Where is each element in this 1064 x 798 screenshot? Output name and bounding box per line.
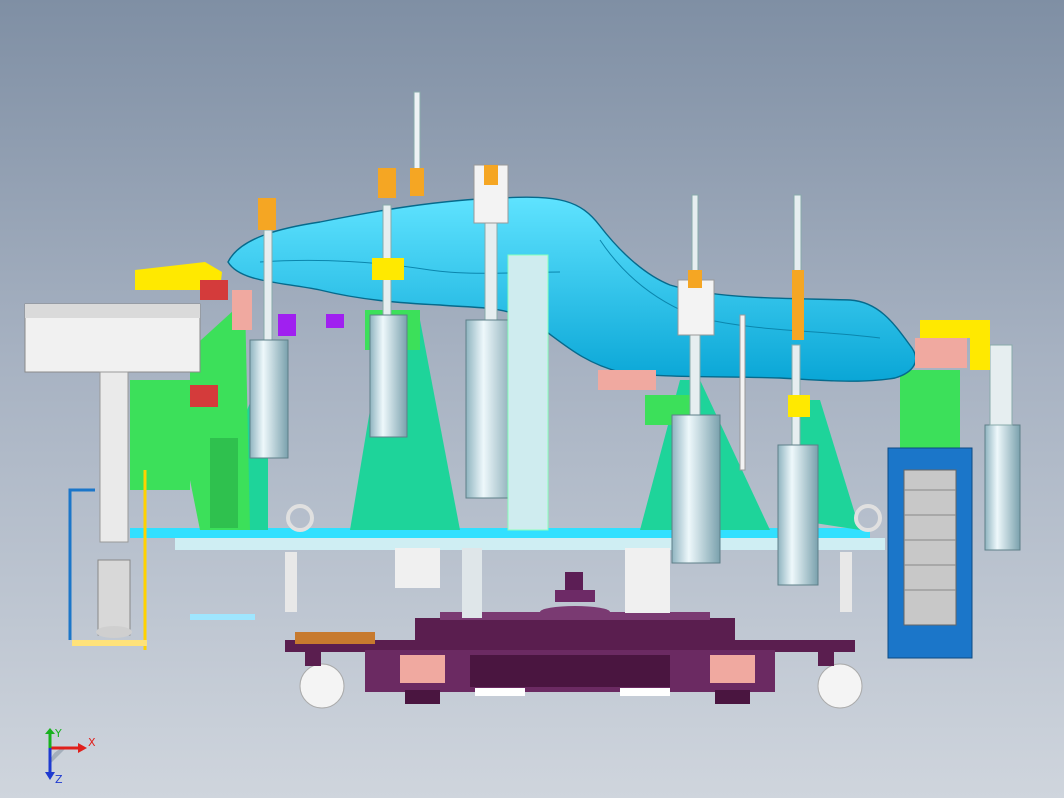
y-label: Y [54, 728, 62, 740]
air-tubing [68, 470, 147, 650]
caster-wheels [299, 652, 863, 709]
right-clamp [915, 320, 990, 370]
pneumatic-cylinders [249, 164, 1021, 586]
vertical-column [507, 254, 549, 531]
table-rail [130, 528, 885, 620]
z-label: Z [55, 773, 63, 786]
right-guide-rod [739, 314, 746, 471]
leveling-feet [400, 655, 755, 704]
sheet-metal-part [227, 196, 917, 382]
center-spindle [540, 572, 610, 618]
cylinder-4 [671, 194, 721, 564]
safety-guard [887, 447, 973, 659]
eye-bolts [286, 504, 882, 532]
purple-brackets [278, 314, 344, 336]
support-legs [285, 548, 852, 618]
base-platform [285, 612, 855, 696]
cylinder-1 [249, 198, 289, 459]
cylinder-6 [984, 344, 1021, 551]
cylinder-5 [777, 194, 819, 586]
control-box [24, 303, 201, 638]
x-label: X [88, 736, 96, 749]
red-blocks [190, 280, 228, 407]
coordinate-triad: X Y Z [45, 728, 96, 786]
top-rods [410, 91, 424, 196]
pink-blocks [232, 290, 656, 390]
cylinder-2 [369, 168, 408, 438]
